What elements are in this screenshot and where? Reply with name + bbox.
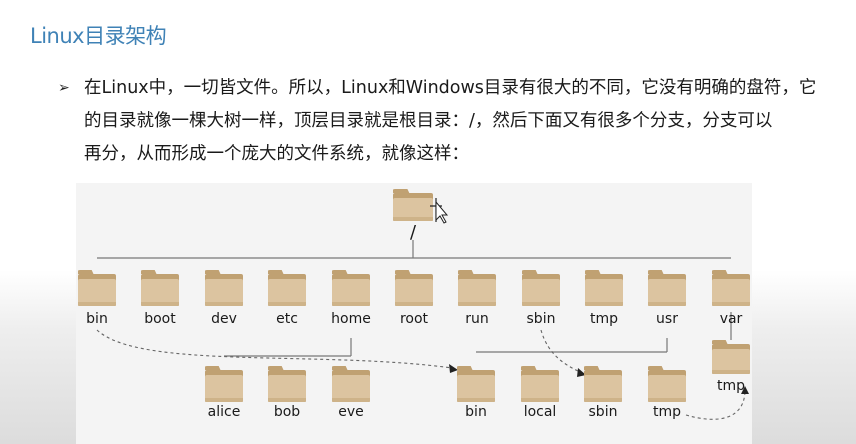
move-cursor-icon [430,198,449,224]
arrowhead [449,364,458,373]
folder-label-tmp: tmp [589,311,618,327]
arrowhead [577,368,586,377]
folder-icon [712,270,750,306]
folder-icon [584,366,622,402]
folder-label-root: root [399,311,429,327]
folder-icon [395,270,433,306]
folder-icon [141,270,179,306]
folder-label-var: var [719,311,743,327]
folder-icon [205,366,243,402]
folder-label-var-tmp: tmp [716,378,745,394]
folder-label-sbin: sbin [526,311,556,327]
folder-icon [648,270,686,306]
paragraph-line: 再分，从而形成一个庞大的文件系统，就像这样： [84,144,469,164]
folder-icon [332,270,370,306]
folder-label-boot: boot [144,311,176,327]
folder-icon [268,270,306,306]
bullet-paragraph: 在Linux中，一切皆文件。所以，Linux和Windows目录有很大的不同，它… [84,72,844,171]
page-title: Linux目录架构 [30,24,167,48]
folder-icon [393,189,433,221]
folder-label-usr-local: local [523,404,557,420]
folder-icon [648,366,686,402]
folder-label-home: home [331,311,371,327]
folder-label-bob: bob [273,404,301,420]
folder-icon [457,366,495,402]
folder-icon [712,340,750,374]
diagram-background [76,183,752,444]
link-tmp-to-var-tmp [685,389,746,420]
folder-icon [458,270,496,306]
folder-icon [268,366,306,402]
folder-label-dev: dev [211,311,237,327]
folder-label-usr-sbin: sbin [588,404,618,420]
folder-icon [585,270,623,306]
folder-label-run: run [465,311,489,327]
arrow-bullet-icon: ➢ [58,80,70,96]
root-directory-label: / [409,222,417,243]
folder-label-alice: alice [207,404,241,420]
arrowhead [741,386,749,394]
folder-label-etc: etc [276,311,298,327]
link-sbin-to-usr-sbin [540,329,583,374]
folder-icon [521,366,559,402]
folder-icon [522,270,560,306]
paragraph-line: 的目录就像一棵大树一样，顶层目录就是根目录：/，然后下面又有很多个分支，分支可以 [84,111,773,131]
paragraph-line: 在Linux中，一切皆文件。所以，Linux和Windows目录有很大的不同，它… [84,78,817,98]
link-bin-to-usr-bin [96,329,453,369]
folder-label-usr-bin: bin [465,404,487,420]
folder-label-usr: usr [656,311,678,327]
folder-label-eve: eve [338,404,364,420]
folder-icon [332,366,370,402]
folder-icon [205,270,243,306]
folder-label-usr-tmp: tmp [652,404,681,420]
folder-label-bin: bin [86,311,108,327]
folder-icon [78,270,116,306]
